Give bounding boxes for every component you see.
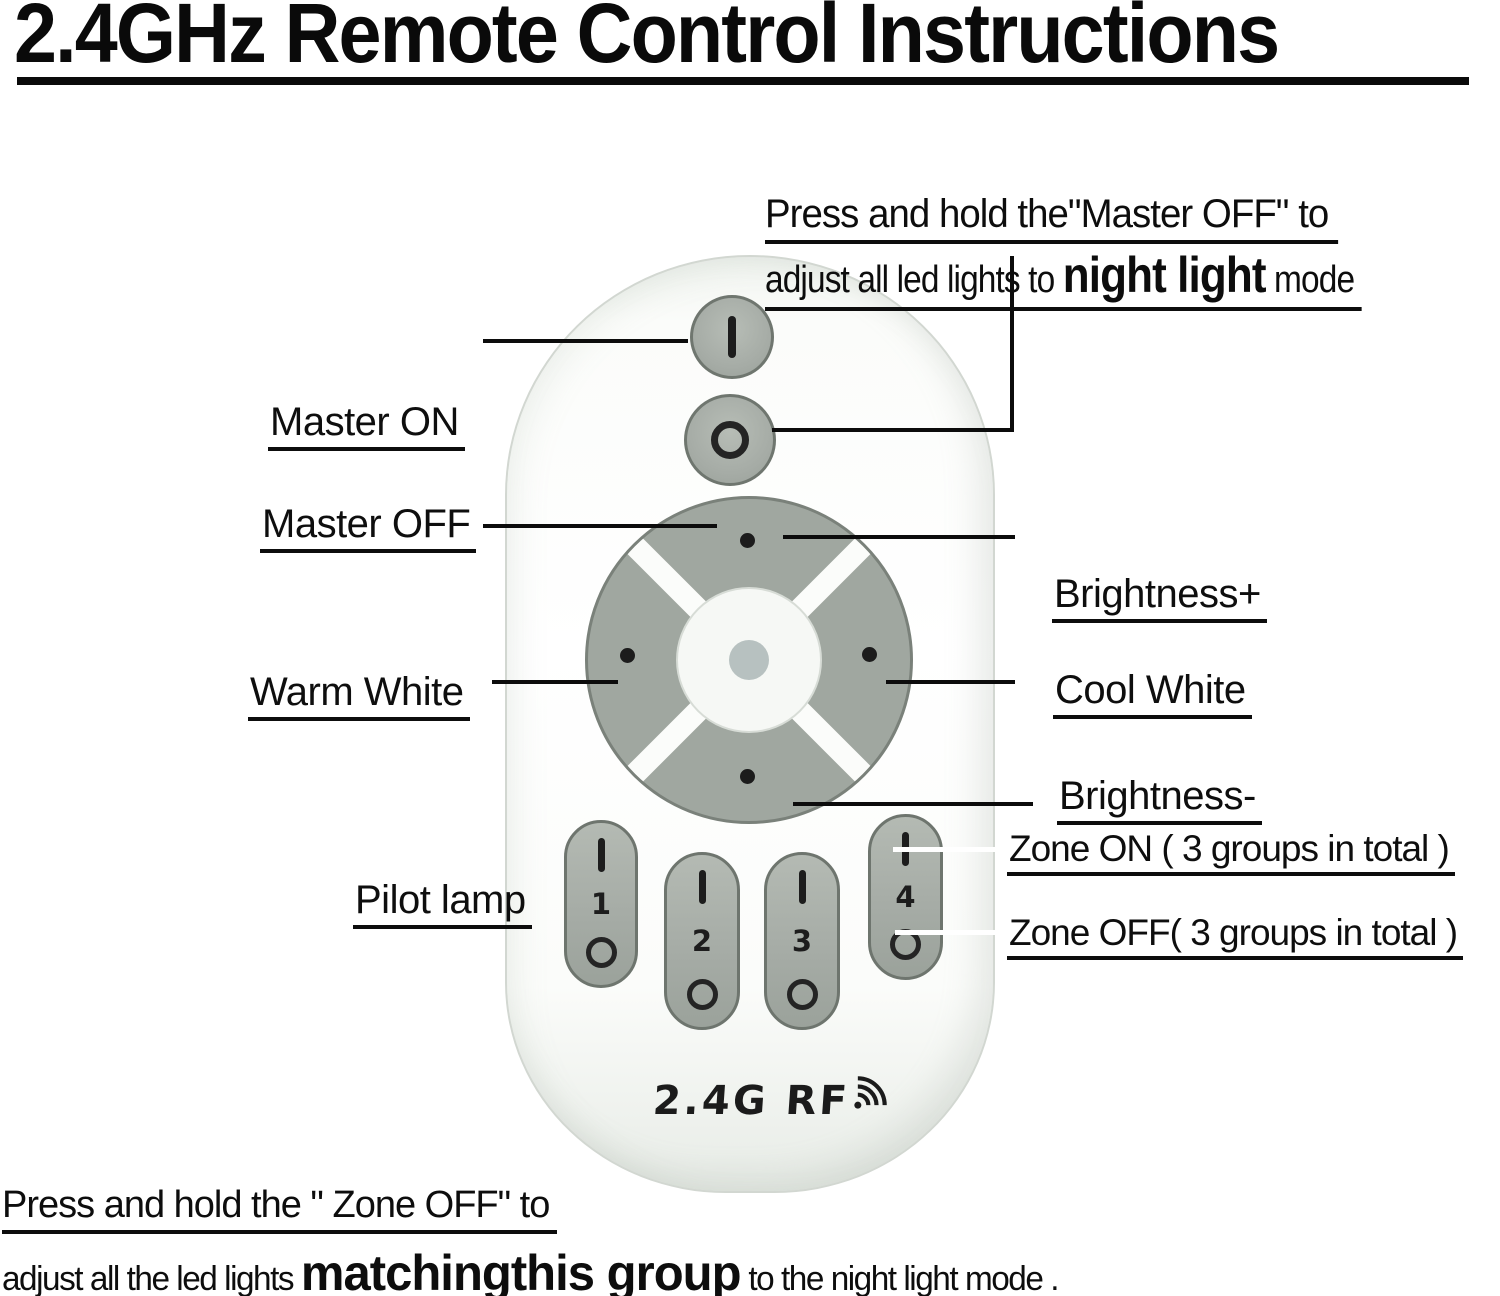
- night-light-note: Press and hold the"Master OFF" to adjust…: [765, 192, 1443, 311]
- master-on-button[interactable]: [690, 295, 774, 379]
- zone-number: 1: [590, 887, 612, 921]
- note-line2-prefix: adjust all led lights to: [765, 259, 1063, 301]
- rf-waves-icon: [854, 1076, 887, 1109]
- zone-button-4[interactable]: 4: [868, 814, 943, 980]
- pad-left-dot: [620, 648, 635, 663]
- bottom-line2-prefix: adjust all the led lights: [2, 1260, 301, 1296]
- pad-top-dot: [740, 533, 755, 548]
- zone-on-bar-icon: [798, 870, 806, 904]
- label-master-off: Master OFF: [260, 502, 477, 553]
- zone-off-note-line2: adjust all the led lights matchingthis g…: [2, 1248, 1062, 1296]
- label-brightness-plus: Brightness+: [1052, 572, 1267, 623]
- power-off-ring-icon: [711, 421, 749, 459]
- pad-right-dot: [862, 647, 877, 662]
- nav-pad[interactable]: [585, 496, 913, 824]
- callout-line-zone-on: [893, 847, 1005, 852]
- page-title: 2.4GHz Remote Control Instructions: [14, 0, 1280, 80]
- zone-on-bar-icon: [698, 870, 706, 904]
- callout-line-warm-white: [492, 680, 618, 684]
- note-line2-suffix: mode: [1265, 259, 1355, 301]
- label-master-on: Master ON: [268, 400, 465, 451]
- callout-line-cool-white: [886, 680, 1015, 684]
- zone-button-1[interactable]: 1: [564, 820, 638, 988]
- label-cool-white: Cool White: [1053, 668, 1252, 719]
- zone-off-note: Press and hold the " Zone OFF" to adjust…: [2, 1184, 1084, 1296]
- callout-line-master-on: [483, 339, 688, 343]
- master-off-button[interactable]: [684, 394, 776, 486]
- zone-number: 2: [691, 924, 713, 958]
- label-pilot-lamp: Pilot lamp: [353, 878, 532, 929]
- night-light-note-line1: Press and hold the"Master OFF" to: [765, 192, 1338, 244]
- zone-on-bar-icon: [597, 838, 605, 872]
- callout-line-zone-off: [895, 930, 1007, 935]
- zone-button-3[interactable]: 3: [764, 852, 840, 1030]
- zone-off-note-line1: Press and hold the " Zone OFF" to: [2, 1184, 558, 1234]
- label-zone-on: Zone ON ( 3 groups in total ): [1007, 828, 1455, 876]
- pad-bottom-dot: [740, 769, 755, 784]
- callout-line-night-light-vertical: [1010, 256, 1014, 432]
- remote-body: 1 2 3 4 2.4G RF: [505, 255, 995, 1193]
- zone-button-2[interactable]: 2: [664, 852, 740, 1030]
- zone-off-ring-icon: [686, 979, 718, 1010]
- zone-off-ring-icon: [786, 979, 818, 1010]
- callout-line-master-off: [483, 524, 717, 528]
- pad-center-knob-icon: [729, 640, 769, 680]
- bottom-line2-suffix: to the night light mode .: [740, 1260, 1059, 1296]
- rf-logo-text: 2.4G RF: [651, 1078, 852, 1124]
- pad-center-button[interactable]: [676, 587, 822, 733]
- note-line2-emphasis: night light: [1062, 247, 1267, 303]
- callout-line-night-light-horizontal: [772, 428, 1014, 432]
- zone-number: 4: [895, 880, 916, 914]
- label-warm-white: Warm White: [248, 670, 470, 721]
- label-brightness-minus: Brightness-: [1057, 774, 1262, 825]
- night-light-note-line2: adjust all led lights to night light mod…: [765, 250, 1362, 311]
- rf-logo: 2.4G RF: [651, 1076, 894, 1124]
- zone-number: 3: [791, 924, 813, 958]
- title-underline: [17, 77, 1469, 85]
- label-zone-off: Zone OFF( 3 groups in total ): [1007, 912, 1464, 960]
- power-on-bar-icon: [728, 316, 736, 358]
- callout-line-brightness-plus: [783, 535, 1015, 539]
- zone-off-ring-icon: [585, 937, 617, 968]
- callout-line-brightness-minus: [793, 802, 1033, 806]
- bottom-line2-emphasis: matchingthis group: [300, 1245, 742, 1296]
